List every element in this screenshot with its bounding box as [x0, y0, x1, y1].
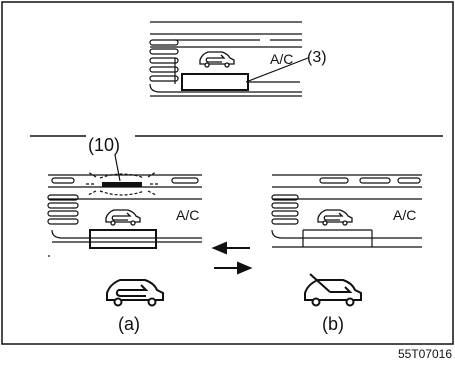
ac-label-right: A/C	[393, 207, 416, 223]
recirculation-icon-top	[199, 51, 235, 68]
caption-b: (b)	[322, 314, 344, 334]
ac-label-left: A/C	[176, 207, 199, 223]
callout-10: (10)	[88, 135, 120, 155]
recirculation-icon-right-panel	[317, 209, 353, 226]
recirculation-icon-left-panel	[105, 209, 141, 226]
indicator-light-lit	[86, 171, 158, 196]
right-panel	[271, 174, 422, 248]
top-panel	[149, 21, 302, 97]
leader-line-3	[245, 57, 309, 83]
recirculation-mode-icon	[106, 279, 164, 307]
switch-arrows	[211, 241, 253, 275]
ac-label-top: A/C	[270, 51, 293, 67]
figure-code: 55T07016	[398, 347, 452, 361]
callout-3: (3)	[307, 49, 327, 66]
fresh-air-mode-icon	[304, 273, 362, 307]
leader-line-10	[114, 154, 121, 182]
figure-border	[1, 1, 454, 345]
caption-a: (a)	[118, 314, 140, 334]
